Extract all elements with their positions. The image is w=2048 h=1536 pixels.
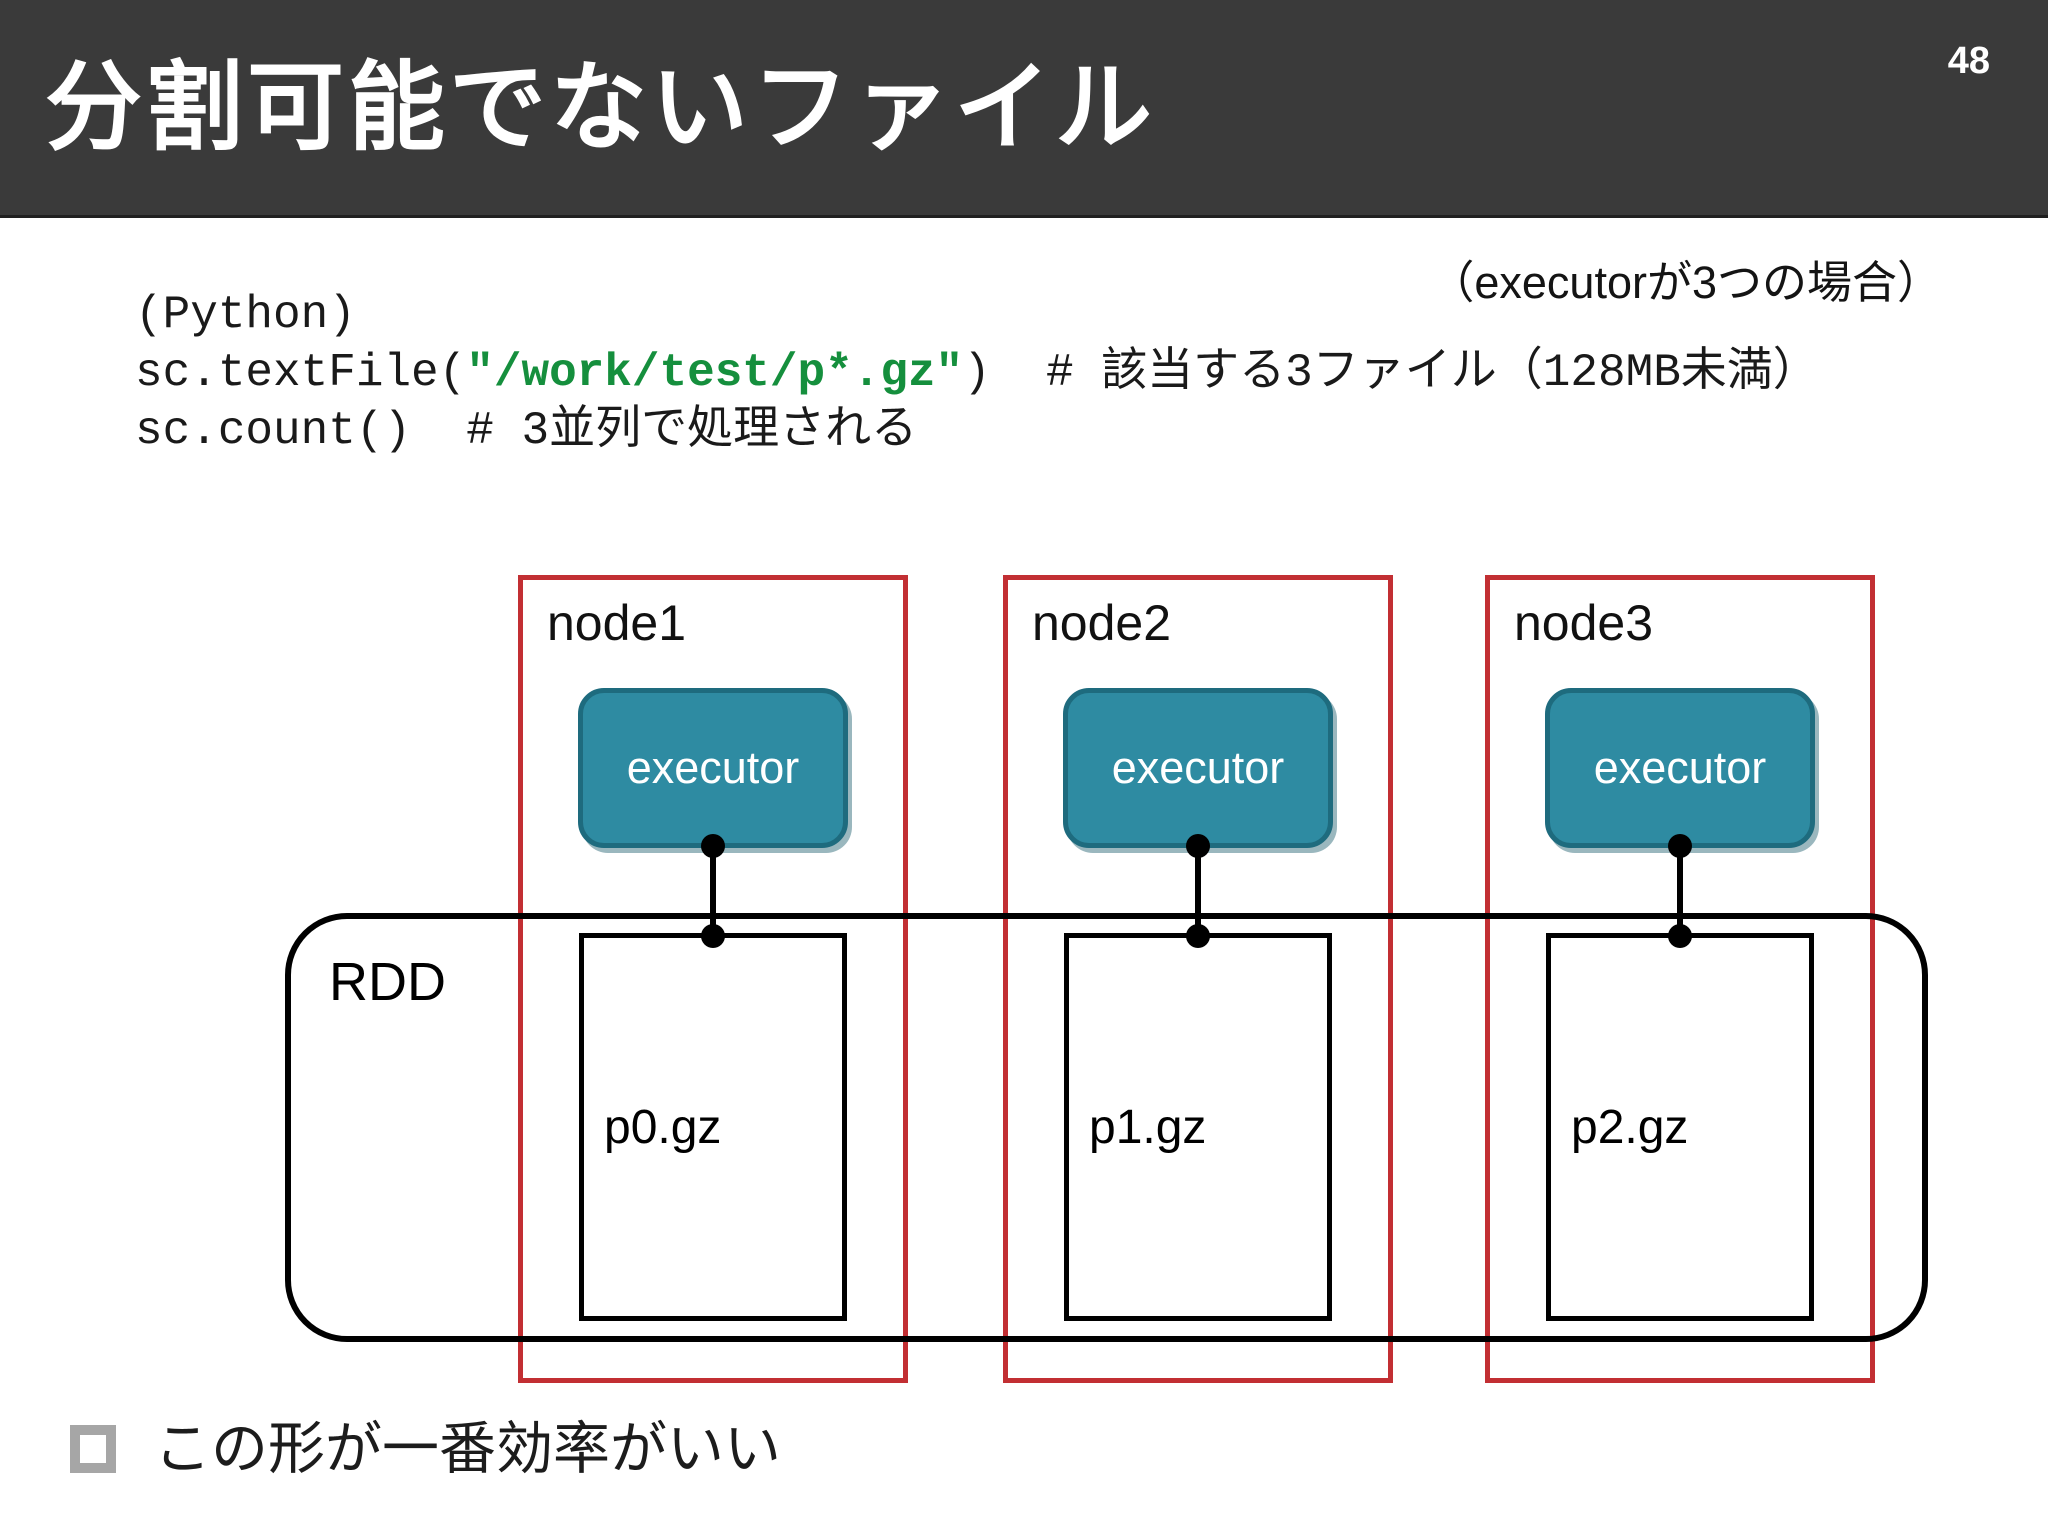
header-bar: 分割可能でないファイル 48 [0,0,2048,218]
connector-dot-executor3 [1668,834,1692,858]
code-line-2: sc.textFile("/work/test/p*.gz") # 該当する3フ… [135,344,1819,402]
code-line-1: (Python) [135,286,1819,344]
code-block: (Python) sc.textFile("/work/test/p*.gz")… [135,286,1819,460]
executor-label-node2: executor [1111,742,1285,793]
executor-box-node2: executor [1063,688,1333,848]
code-text: sc.textFile( [135,347,467,399]
code-comment: # 3並列で処理される [411,405,918,457]
executor-count-note: （executorが3つの場合） [1429,257,1942,308]
file-box-p0: p0.gz [579,933,847,1321]
page-number: 48 [1947,40,1990,82]
executor-label-node1: executor [626,742,800,793]
file-label-p0: p0.gz [604,1100,722,1154]
code-comment: # 該当する3ファイル（128MB未満） [990,347,1819,399]
connector-line-node2 [1195,845,1201,940]
code-text: ) [963,347,991,399]
rdd-label: RDD [329,952,446,1012]
code-string-path: "/work/test/p*.gz" [466,347,964,399]
node3-label: node3 [1514,595,1654,651]
rdd-container: RDD [285,913,1928,1342]
connector-dot-executor2 [1186,834,1210,858]
node2-label: node2 [1032,595,1172,651]
connector-line-node3 [1677,845,1683,940]
code-text: (Python) [135,289,356,341]
code-text: sc.count() [135,405,412,457]
connector-dot-file1 [701,924,725,948]
node1-frame: node1 [518,575,908,1383]
connector-dot-file3 [1668,924,1692,948]
square-bullet-icon [70,1425,116,1474]
node2-frame: node2 [1003,575,1393,1383]
connector-dot-file2 [1186,924,1210,948]
connector-dot-executor1 [701,834,725,858]
file-label-p2: p2.gz [1571,1100,1689,1154]
file-box-p2: p2.gz [1546,933,1814,1321]
file-label-p1: p1.gz [1089,1100,1207,1154]
node3-frame: node3 [1485,575,1875,1383]
bullet-row: この形が一番効率がいい [70,1418,781,1481]
executor-label-node3: executor [1593,742,1767,793]
executor-box-node3: executor [1545,688,1815,848]
connector-line-node1 [710,845,716,940]
executor-box-node1: executor [578,688,848,848]
page-title: 分割可能でないファイル [45,53,1156,162]
bullet-text: この形が一番効率がいい [154,1417,781,1481]
node1-label: node1 [547,595,687,651]
file-box-p1: p1.gz [1064,933,1332,1321]
code-line-3: sc.count() # 3並列で処理される [135,402,1819,460]
